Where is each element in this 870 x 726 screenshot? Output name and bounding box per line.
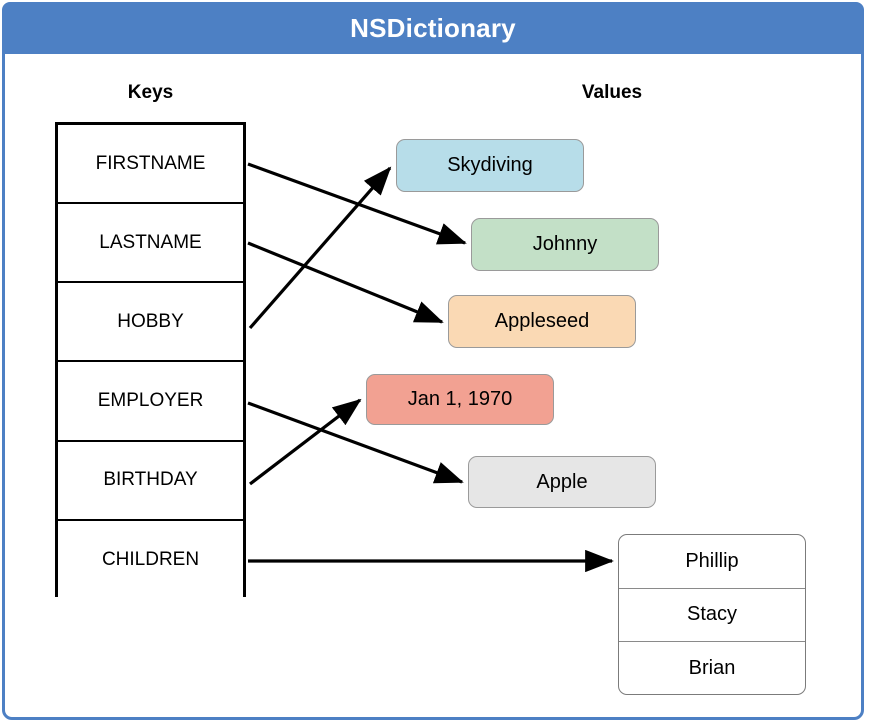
values-column-heading: Values bbox=[581, 82, 643, 103]
page-title: NSDictionary bbox=[350, 12, 516, 43]
key-row-firstname[interactable]: FIRSTNAME bbox=[58, 125, 243, 205]
value-pill-appleseed[interactable]: Appleseed bbox=[448, 295, 636, 348]
value-pill-label: Apple bbox=[536, 470, 588, 493]
list-item-phillip[interactable]: Phillip bbox=[619, 535, 805, 589]
key-row-employer[interactable]: EMPLOYER bbox=[58, 362, 243, 442]
list-item-stacy[interactable]: Stacy bbox=[619, 589, 805, 643]
value-pill-label: Johnny bbox=[532, 233, 598, 255]
key-label: BIRTHDAY bbox=[103, 469, 198, 491]
child-label: Phillip bbox=[685, 549, 739, 572]
key-label: FIRSTNAME bbox=[95, 152, 206, 174]
window-titlebar: NSDictionary bbox=[2, 2, 864, 54]
key-label: LASTNAME bbox=[99, 231, 202, 253]
child-label: Brian bbox=[688, 657, 736, 680]
key-row-lastname[interactable]: LASTNAME bbox=[58, 204, 243, 284]
value-pill-label: Appleseed bbox=[494, 310, 590, 332]
key-row-children[interactable]: CHILDREN bbox=[58, 520, 243, 600]
keys-column-heading: Keys bbox=[127, 82, 174, 103]
key-row-birthday[interactable]: BIRTHDAY bbox=[58, 441, 243, 521]
children-list-box: Phillip Stacy Brian bbox=[618, 534, 806, 695]
key-label: HOBBY bbox=[117, 310, 184, 332]
list-item-brian[interactable]: Brian bbox=[619, 642, 805, 694]
value-pill-label: Skydiving bbox=[447, 154, 533, 176]
keys-table: FIRSTNAME LASTNAME HOBBY EMPLOYER BIRTHD… bbox=[55, 122, 246, 600]
value-pill-label: Jan 1, 1970 bbox=[407, 388, 513, 410]
value-pill-jan-1-1970[interactable]: Jan 1, 1970 bbox=[366, 374, 554, 425]
value-pill-skydiving[interactable]: Skydiving bbox=[396, 139, 584, 192]
value-pill-apple[interactable]: Apple bbox=[468, 456, 656, 508]
value-pill-johnny[interactable]: Johnny bbox=[471, 218, 659, 271]
child-label: Stacy bbox=[686, 603, 738, 626]
key-label: EMPLOYER bbox=[97, 390, 204, 412]
key-label: CHILDREN bbox=[101, 549, 200, 571]
key-row-hobby[interactable]: HOBBY bbox=[58, 283, 243, 363]
